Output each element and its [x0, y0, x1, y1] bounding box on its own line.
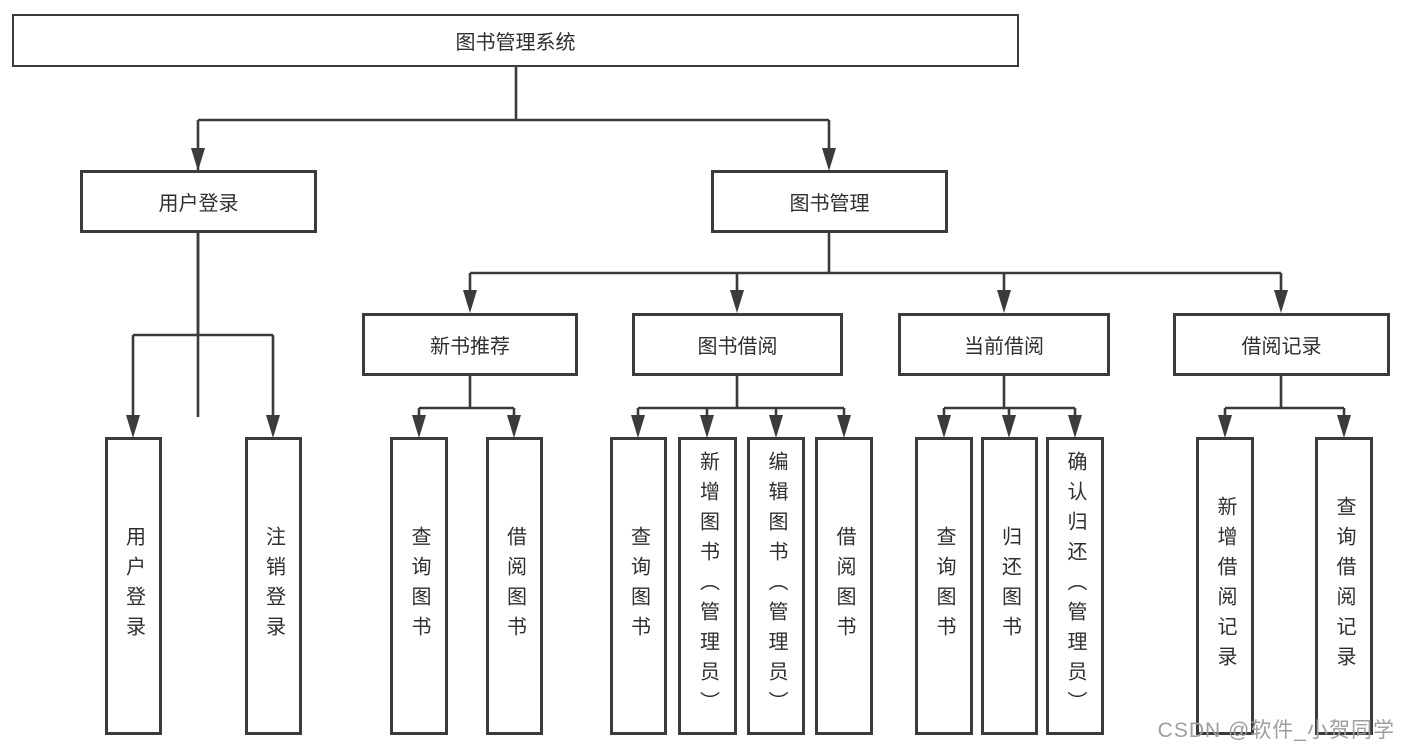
- node-nb-borrow-books: 借阅图书: [486, 437, 543, 735]
- node-cb-return-books: 归还图书: [981, 437, 1038, 735]
- node-label: 用户登录: [122, 526, 145, 646]
- node-label: 图书管理系统: [455, 32, 576, 54]
- arrow-cb-return: [1002, 415, 1016, 438]
- node-label: 当前借阅: [964, 336, 1044, 358]
- arrow-br-add: [1218, 415, 1232, 438]
- node-label: 借阅图书: [833, 526, 855, 646]
- arrow-logout-leaf: [266, 415, 280, 438]
- arrow-bb-add: [700, 415, 714, 438]
- node-label: 用户登录: [158, 193, 239, 215]
- connector-cb-leaves: [942, 376, 1077, 417]
- node-bb-add-books-admin: 新增图书（管理员）: [678, 437, 737, 735]
- node-label: 图书借阅: [697, 336, 778, 358]
- arrow-cb-confirm: [1068, 415, 1082, 438]
- connector-root-level2: [196, 66, 831, 417]
- arrow-book-management: [822, 148, 836, 171]
- node-label: 注销登录: [262, 526, 285, 646]
- connector-user-login-leaves: [131, 232, 275, 417]
- node-bb-edit-books-admin: 编辑图书（管理员）: [747, 437, 805, 735]
- node-label: 查询图书: [627, 526, 650, 646]
- node-library-system: 图书管理系统: [12, 14, 1019, 67]
- node-label: 归还图书: [998, 526, 1021, 646]
- node-label: 编辑图书（管理员）: [765, 451, 787, 721]
- watermark: CSDN @软件_小贺同学: [1157, 719, 1395, 742]
- node-book-borrow: 图书借阅: [632, 313, 843, 376]
- node-label: 图书管理: [789, 193, 870, 215]
- node-label: 查询借阅记录: [1333, 496, 1355, 676]
- node-label: 新增图书（管理员）: [696, 451, 719, 721]
- arrow-nb-query: [412, 415, 426, 438]
- connector-book-mgmt-level3: [468, 232, 1283, 292]
- arrow-user-login-leaf: [126, 415, 140, 438]
- node-logout-login-leaf: 注销登录: [245, 437, 302, 735]
- arrow-user-login-group: [191, 148, 205, 171]
- node-user-login-group: 用户登录: [80, 170, 317, 233]
- arrow-bb-borrow: [837, 415, 851, 438]
- arrow-book-borrow: [730, 290, 744, 313]
- node-borrow-records: 借阅记录: [1173, 313, 1390, 376]
- node-nb-query-books: 查询图书: [390, 437, 448, 735]
- node-new-book-recommend: 新书推荐: [362, 313, 578, 376]
- node-label: 查询图书: [408, 526, 430, 646]
- node-label: 确认归还（管理员）: [1064, 451, 1086, 721]
- arrow-new-book-recommend: [463, 290, 477, 313]
- node-bb-borrow-books: 借阅图书: [815, 437, 873, 735]
- node-label: 新书推荐: [430, 336, 510, 358]
- node-br-add-record: 新增借阅记录: [1196, 437, 1254, 735]
- node-label: 借阅记录: [1241, 336, 1322, 358]
- arrow-br-query: [1337, 415, 1351, 438]
- connector-nb-leaves: [417, 376, 516, 417]
- arrow-cb-query: [937, 415, 951, 438]
- node-bb-query-books: 查询图书: [610, 437, 667, 735]
- arrow-bb-edit: [769, 415, 783, 438]
- node-current-borrow: 当前借阅: [898, 313, 1110, 376]
- node-br-query-record: 查询借阅记录: [1315, 437, 1373, 735]
- node-cb-query-books: 查询图书: [915, 437, 973, 735]
- node-book-management: 图书管理: [711, 170, 948, 233]
- connector-br-leaves: [1223, 376, 1346, 417]
- arrow-current-borrow: [997, 290, 1011, 313]
- arrow-borrow-records: [1274, 290, 1288, 313]
- node-label: 新增借阅记录: [1214, 496, 1236, 676]
- connector-bb-leaves: [636, 376, 846, 417]
- node-user-login-leaf: 用户登录: [105, 437, 162, 735]
- arrow-nb-borrow: [507, 415, 521, 438]
- node-label: 借阅图书: [503, 526, 526, 646]
- arrow-bb-query: [631, 415, 645, 438]
- node-cb-confirm-return-admin: 确认归还（管理员）: [1046, 437, 1104, 735]
- node-label: 查询图书: [933, 526, 955, 646]
